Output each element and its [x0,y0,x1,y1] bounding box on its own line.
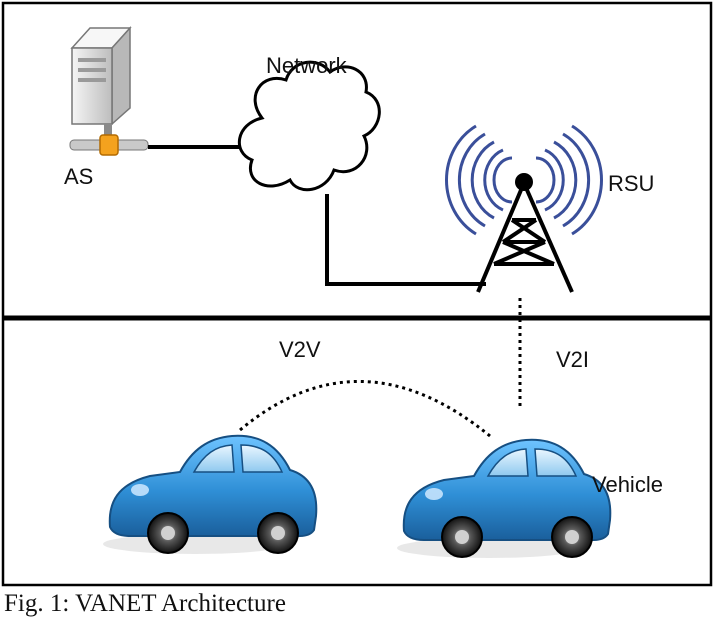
network-rsu-link [325,194,486,286]
v2i-label: V2I [556,347,589,372]
antenna-tower-icon [444,124,604,293]
v2v-label: V2V [279,337,321,362]
figure-caption: Fig. 1: VANET Architecture [4,590,286,617]
rsu-label: RSU [608,171,654,196]
server-icon [69,26,149,156]
car-icon [396,438,612,559]
car-icon [102,434,318,555]
as-label: AS [64,164,93,189]
network-label: Network [266,53,348,78]
connector-icon [99,134,119,156]
vehicle-label: Vehicle [592,472,663,497]
cloud-icon [237,60,381,192]
diagram-frame [1,1,713,587]
v2v-link [239,380,491,438]
